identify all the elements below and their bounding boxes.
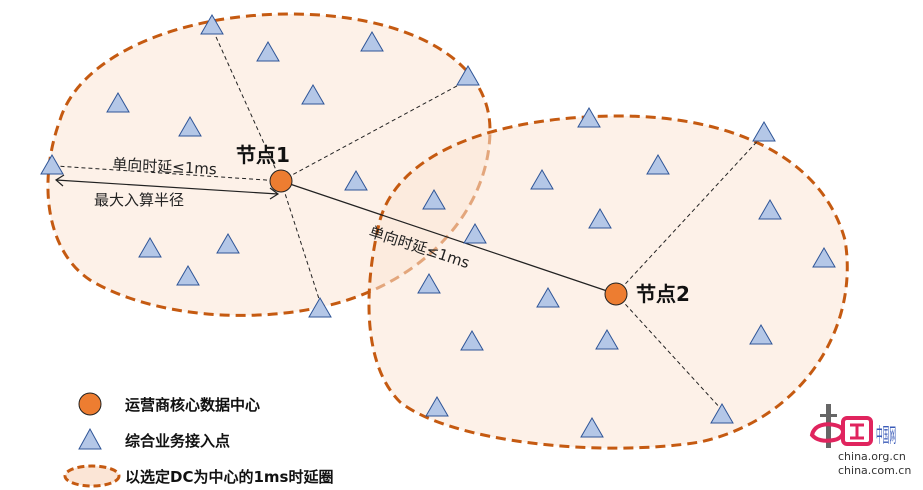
legend-label: 综合业务接入点 <box>125 432 230 450</box>
latency-label-1: 单向时延≤1ms <box>112 155 218 178</box>
access-point-triangle <box>216 233 240 254</box>
access-point-triangle <box>577 107 601 128</box>
logo-text: 中国网 <box>876 423 896 447</box>
access-point-triangle <box>456 65 480 86</box>
access-point-triangle <box>530 169 554 190</box>
access-point-triangle <box>425 396 449 417</box>
access-point-triangle <box>463 223 487 244</box>
node1-label: 节点1 <box>236 143 290 167</box>
access-point-triangle <box>749 324 773 345</box>
legend-label: 运营商核心数据中心 <box>125 396 260 414</box>
legend: 运营商核心数据中心 综合业务接入点 以选定DC为中心的1ms时延圈 <box>63 392 333 488</box>
radius-label: 最大入算半径 <box>94 191 184 209</box>
access-point-triangle <box>417 273 441 294</box>
dashed-link <box>55 165 282 182</box>
logo-url-2: china.com.cn <box>838 464 911 477</box>
access-point-triangle <box>580 417 604 438</box>
dashed-link <box>615 133 765 295</box>
node2-circle <box>604 282 628 306</box>
access-point-triangle <box>710 403 734 424</box>
access-point-triangle <box>812 247 836 268</box>
china-net-logo: 中国网 china.org.cn china.com.cn <box>809 404 911 477</box>
access-point-triangle <box>106 92 130 113</box>
node2-label: 节点2 <box>636 282 690 306</box>
dashed-link <box>280 180 321 303</box>
legend-label: 以选定DC为中心的1ms时延圈 <box>125 468 333 486</box>
blue-triangle-icon <box>78 427 102 450</box>
access-point-triangle <box>588 208 612 229</box>
node-link-solid <box>280 180 617 295</box>
access-point-triangle <box>646 154 670 175</box>
access-point-triangle <box>460 330 484 351</box>
access-point-triangle <box>758 199 782 220</box>
radius-arrow <box>54 174 280 200</box>
access-point-triangle <box>752 121 776 142</box>
access-point-triangle <box>595 329 619 350</box>
access-point-triangle <box>536 287 560 308</box>
access-point-triangle <box>256 41 280 62</box>
latency-circle-node2 <box>367 114 849 450</box>
access-point-triangle <box>308 297 332 318</box>
logo-url-1: china.org.cn <box>838 450 906 463</box>
access-point-triangle <box>138 237 162 258</box>
access-point-triangle <box>200 14 224 35</box>
access-point-triangle <box>301 84 325 105</box>
access-point-triangle <box>176 265 200 286</box>
access-point-triangle <box>360 31 384 52</box>
access-point-triangle <box>40 154 64 175</box>
logo-emblem <box>809 404 873 448</box>
access-point-triangle <box>344 170 368 191</box>
access-point-triangle <box>422 189 446 210</box>
access-point-triangle <box>178 116 202 137</box>
dashed-link <box>280 79 469 182</box>
dashed-ellipse-icon <box>63 464 121 488</box>
dashed-link <box>615 293 723 411</box>
orange-circle-icon <box>78 392 102 416</box>
node1-circle <box>269 169 293 193</box>
